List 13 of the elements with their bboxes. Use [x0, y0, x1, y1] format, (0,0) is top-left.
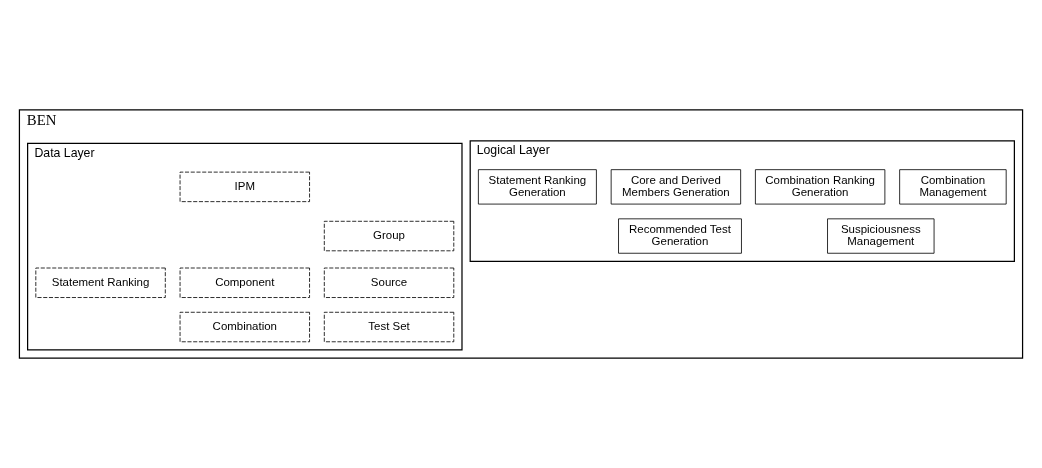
node-box: Statement Ranking	[35, 267, 166, 298]
node-box: Combination Ranking Generation	[755, 169, 886, 205]
node-box: Combination	[179, 311, 310, 343]
node-box: Core and Derived Members Generation	[610, 169, 742, 205]
node-box: Source	[323, 267, 455, 298]
node-box: Statement Ranking Generation	[477, 169, 597, 205]
node-box: Component	[179, 267, 310, 298]
node-box: Combination Management	[899, 169, 1007, 205]
node-box: Group	[323, 220, 455, 252]
node-box: Suspiciousness Management	[827, 218, 935, 254]
node-box: Test Set	[323, 311, 455, 343]
node-box: Recommended Test Generation	[618, 218, 742, 254]
node-box: IPM	[179, 171, 310, 203]
